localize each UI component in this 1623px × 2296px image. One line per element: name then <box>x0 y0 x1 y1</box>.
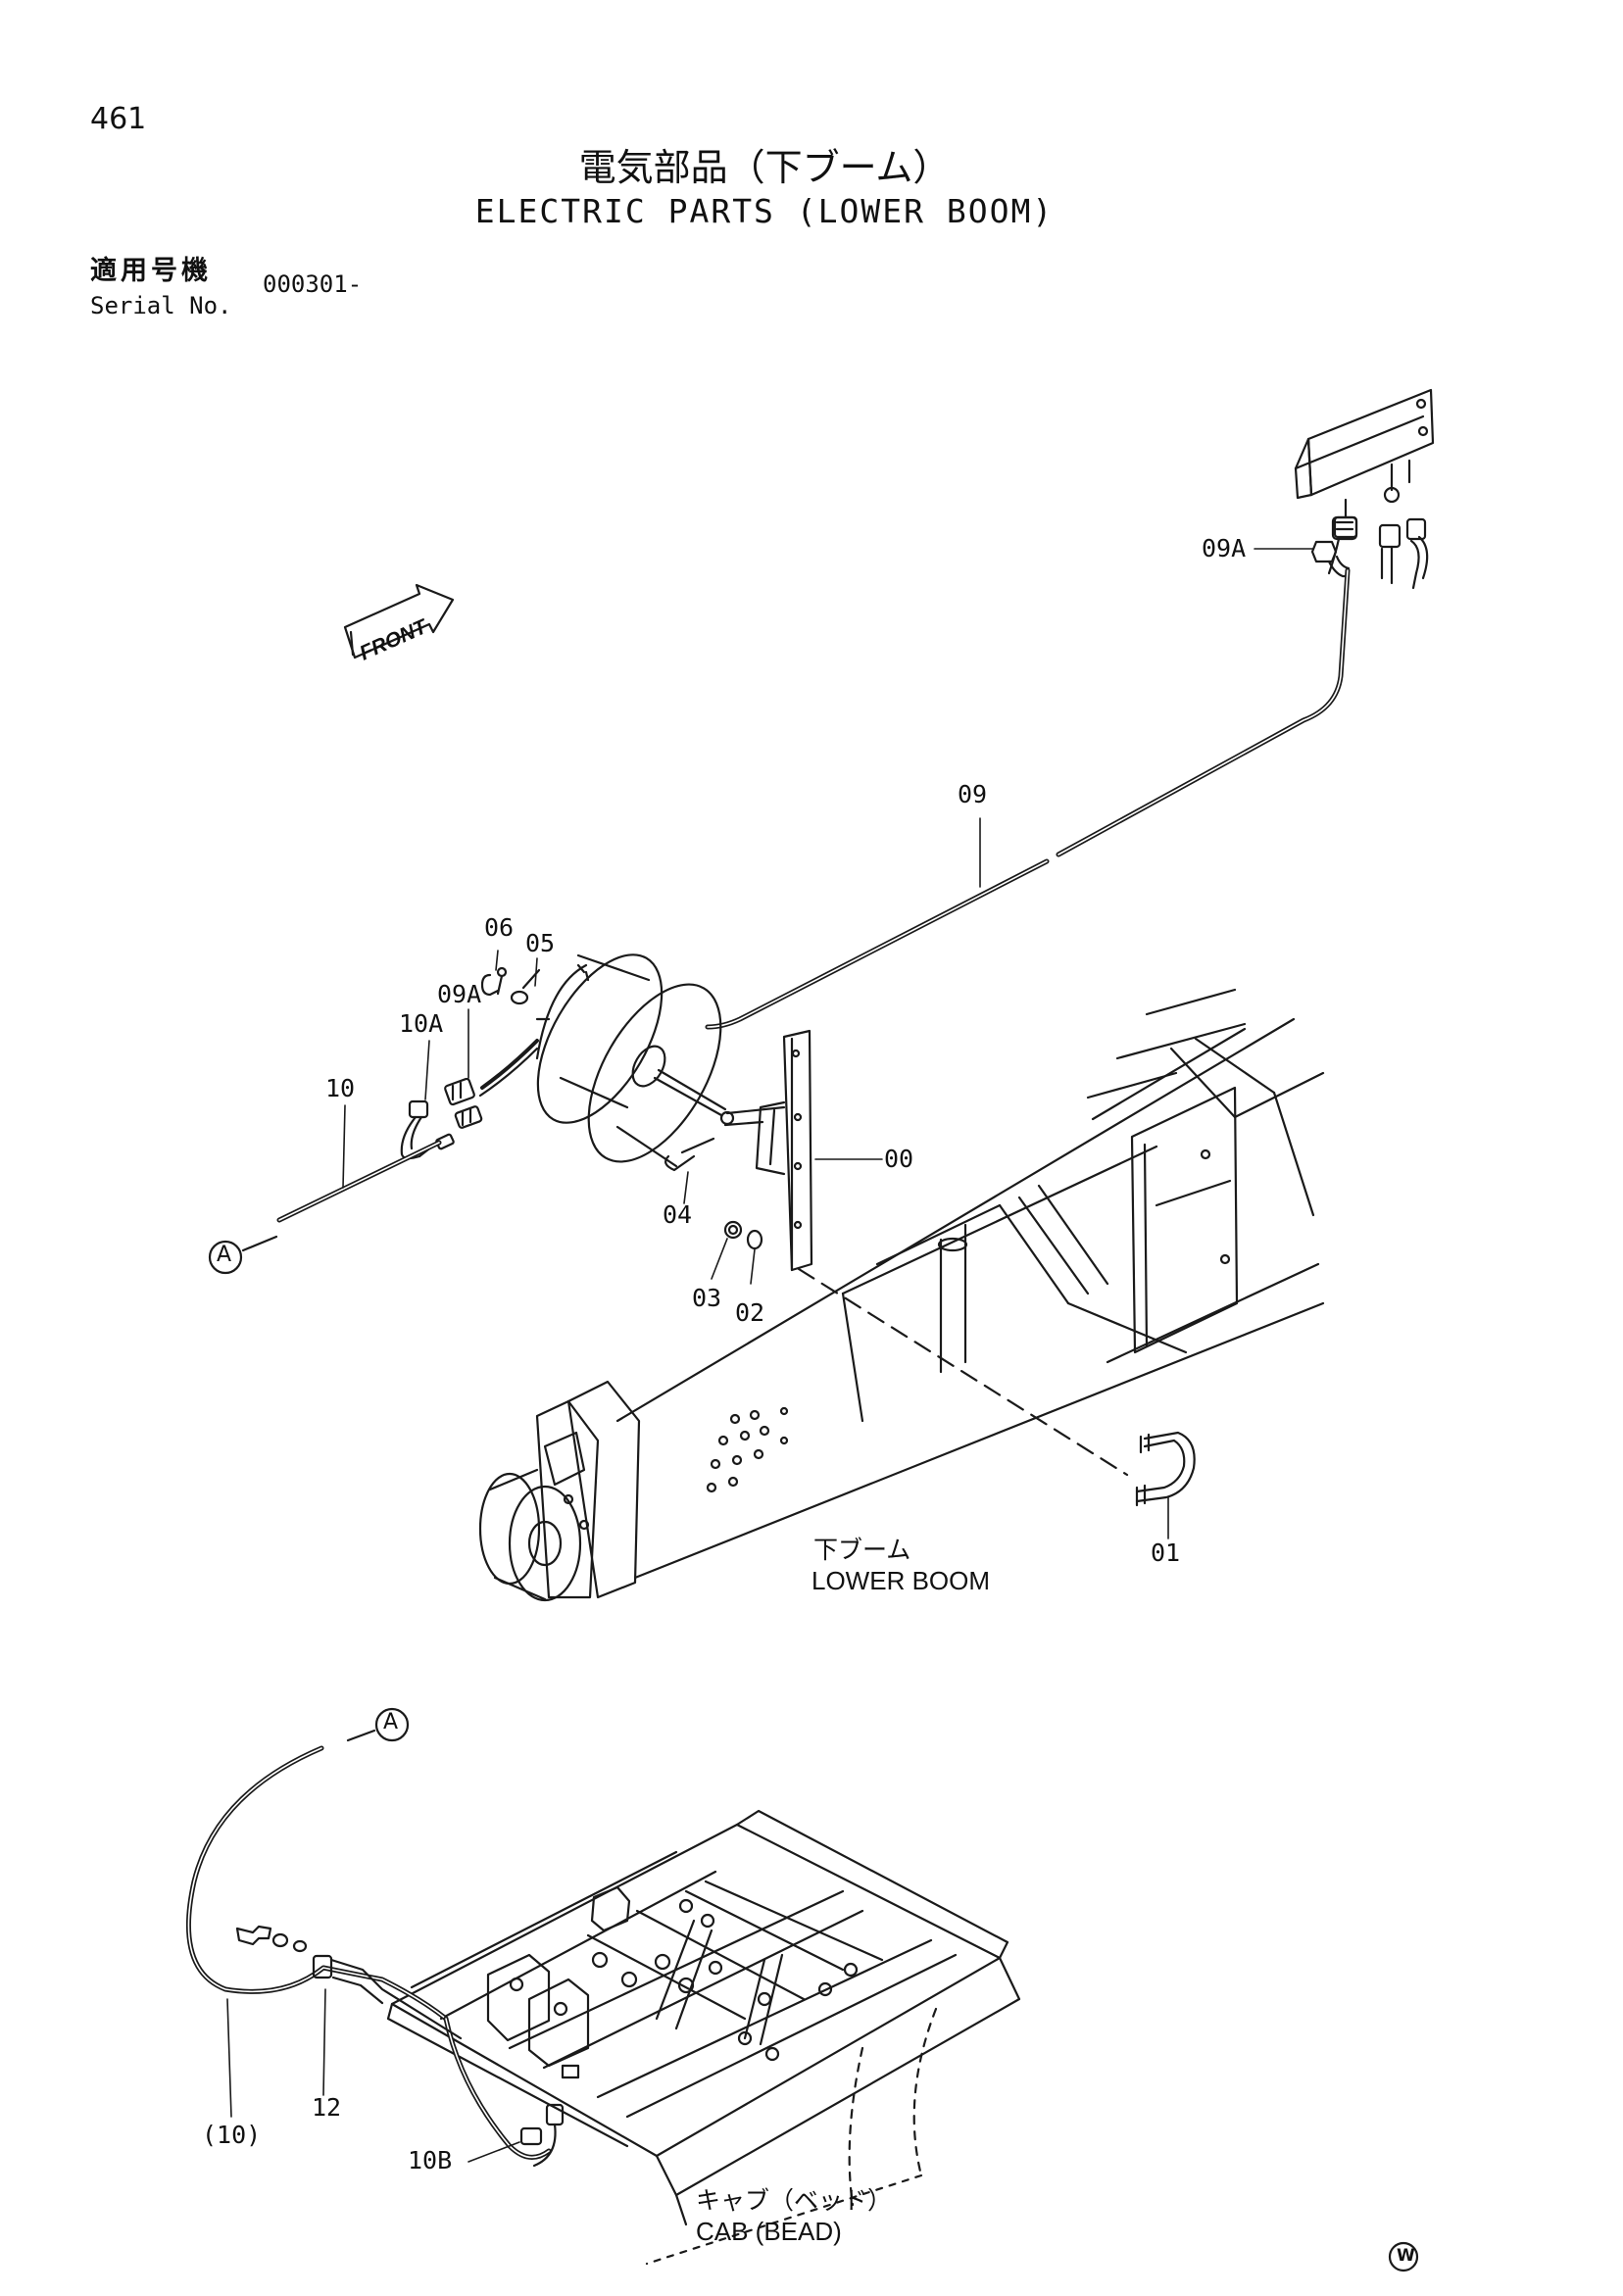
part-label-02: 02 <box>735 1298 765 1327</box>
leader-lines <box>227 549 1313 2162</box>
caption-cab-japanese: キャブ（ベッド） <box>696 2186 893 2215</box>
part-label-12: 12 <box>312 2093 342 2122</box>
serial-label-english: Serial No. <box>90 292 232 319</box>
cable-10-lower <box>188 1748 563 2166</box>
part-label-06: 06 <box>484 913 515 942</box>
caption-lower-boom-english: LOWER BOOM <box>812 1566 991 1595</box>
part-label-04: 04 <box>663 1200 693 1229</box>
cable-09 <box>708 517 1356 1027</box>
mounting-bracket <box>665 1031 812 1270</box>
connector-marker-a-top-label: A <box>217 1243 232 1267</box>
page-title-japanese: 電気部品（下ブーム） <box>578 146 951 189</box>
part-label-10b: 10B <box>408 2146 453 2174</box>
cable-reel <box>513 935 748 1184</box>
part-label-10-paren: (10) <box>202 2121 262 2149</box>
part-label-10: 10 <box>325 1074 356 1102</box>
lower-boom <box>480 990 1323 1600</box>
part-label-00: 00 <box>884 1145 914 1173</box>
part-label-09a: 09A <box>437 980 482 1008</box>
part-label-05: 05 <box>525 929 556 957</box>
page-title-english: ELECTRIC PARTS (LOWER BOOM) <box>474 192 1055 230</box>
connector-marker-a-top <box>210 1242 241 1273</box>
part-label-09a-top: 09A <box>1202 534 1247 562</box>
part-label-03: 03 <box>692 1284 722 1312</box>
u-bolt <box>1137 1433 1195 1505</box>
part-label-09: 09 <box>958 780 988 808</box>
serial-label-japanese: 適用号機 <box>90 256 212 286</box>
cable-10-assembly <box>279 1041 537 1220</box>
junction-box <box>1296 390 1433 502</box>
cab-frame <box>388 1811 1019 2264</box>
logo-mark-icon <box>1390 2243 1417 2271</box>
front-arrow-label: FRONT <box>357 614 432 664</box>
page-number: 461 <box>90 102 147 136</box>
part-label-10a: 10A <box>399 1009 444 1038</box>
front-arrow-icon <box>345 585 453 658</box>
caption-lower-boom-japanese: 下ブーム <box>813 1536 911 1564</box>
part-label-01: 01 <box>1151 1539 1181 1567</box>
reel-clamp-hardware <box>482 968 539 1003</box>
logo-mark-letter: W <box>1397 2246 1415 2266</box>
mount-dashed-line <box>799 1269 1127 1475</box>
serial-number-value: 000301- <box>263 270 363 298</box>
caption-cab-english: CAB (BEAD) <box>696 2217 842 2246</box>
connector-marker-a-bottom <box>376 1709 408 1740</box>
connector-marker-a-bottom-label: A <box>383 1710 399 1734</box>
